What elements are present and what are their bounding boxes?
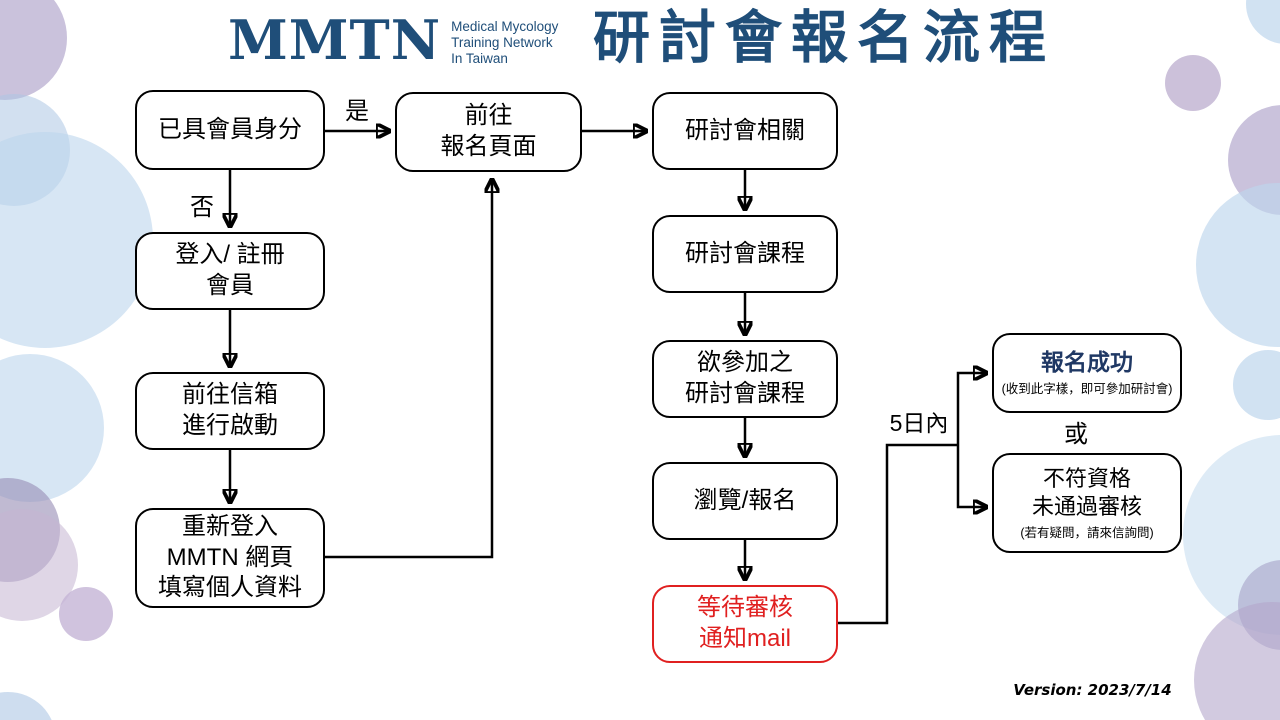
decor-circle — [0, 354, 104, 502]
decor-circle — [59, 587, 113, 641]
node-desired-courses-label: 欲參加之 研討會課程 — [685, 349, 805, 407]
node-registration-page: 前往 報名頁面 — [395, 92, 582, 172]
logo-acronym: MMTN — [228, 8, 442, 72]
decor-circle — [0, 692, 56, 720]
page-title: 研討會報名流程 — [593, 6, 1055, 70]
logo-tagline: Medical Mycology Training Network In Tai… — [451, 19, 559, 66]
edge-review-branch-trunk — [838, 443, 958, 625]
mmtn-logo: MMTN Medical Mycology Training Network I… — [228, 10, 558, 70]
edge-label-yes: 是 — [345, 98, 369, 125]
decor-circle — [1183, 435, 1280, 635]
node-registration-page-label: 前往 報名頁面 — [440, 102, 537, 160]
decor-circle — [1194, 602, 1280, 720]
edge-label-within-days: 5日內 — [889, 410, 949, 436]
node-browse-register-label: 瀏覽/報名 — [693, 486, 797, 514]
decor-circle — [0, 94, 70, 206]
decor-circle — [0, 0, 67, 100]
node-success: 報名成功 (收到此字樣，即可參加研討會) — [992, 333, 1182, 413]
node-rejected-caption: (若有疑問，請來信詢問) — [1020, 526, 1154, 540]
edge-label-no: 否 — [190, 194, 214, 221]
node-login-register-label: 登入/ 註冊 會員 — [175, 241, 285, 299]
decor-circle — [0, 509, 78, 621]
node-browse-register: 瀏覽/報名 — [652, 462, 838, 540]
decor-circle — [1233, 350, 1280, 420]
node-relogin-profile-label: 重新登入 MMTN 網頁 填寫個人資料 — [158, 512, 302, 602]
node-seminar-related-label: 研討會相關 — [685, 116, 805, 144]
version-text: Version: 2023/7/14 — [1013, 681, 1172, 699]
node-mailbox-activation-label: 前往信箱 進行啟動 — [182, 381, 278, 439]
decor-circle — [1238, 560, 1280, 650]
node-login-register: 登入/ 註冊 會員 — [135, 232, 325, 310]
decor-circle — [0, 132, 153, 348]
node-desired-courses: 欲參加之 研討會課程 — [652, 340, 838, 418]
decor-circle — [1246, 0, 1280, 44]
node-seminar-courses-label: 研討會課程 — [685, 239, 805, 267]
node-member-status-label: 已具會員身分 — [158, 115, 302, 143]
edge-branch-to-success — [956, 373, 985, 445]
decor-circle — [0, 478, 60, 582]
node-await-review-label: 等待審核 通知mail — [697, 594, 793, 652]
edge-label-or: 或 — [1064, 421, 1088, 448]
node-relogin-profile: 重新登入 MMTN 網頁 填寫個人資料 — [135, 508, 325, 608]
node-rejected-label: 不符資格 未通過審核 — [1031, 466, 1142, 519]
decor-circle — [1228, 105, 1280, 215]
node-seminar-related: 研討會相關 — [652, 92, 838, 170]
node-mailbox-activation: 前往信箱 進行啟動 — [135, 372, 325, 450]
node-await-review: 等待審核 通知mail — [652, 585, 838, 663]
decor-circle — [1196, 183, 1280, 347]
edge-relogin-to-registration — [325, 181, 492, 559]
edge-branch-to-rejected — [956, 445, 985, 507]
node-success-caption: (收到此字樣，即可參加研討會) — [1001, 382, 1173, 397]
node-rejected: 不符資格 未通過審核 (若有疑問，請來信詢問) — [992, 453, 1182, 553]
node-seminar-courses: 研討會課程 — [652, 215, 838, 293]
node-success-label: 報名成功 — [1041, 348, 1133, 375]
node-member-status: 已具會員身分 — [135, 90, 325, 170]
